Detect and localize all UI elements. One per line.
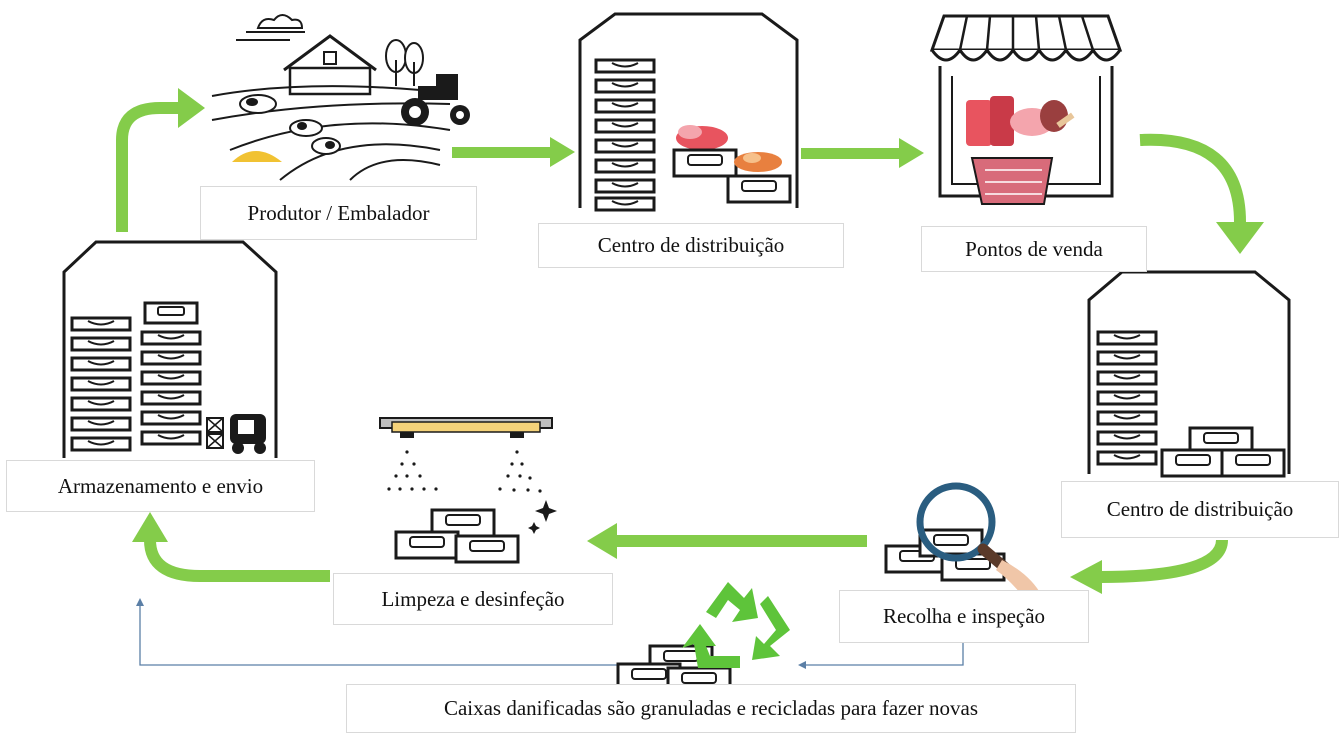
flow-arrow-dc-to-pos (801, 138, 924, 168)
recycle-flow-arrow-in (798, 642, 964, 669)
flow-arrow-storage-to-producer (116, 88, 205, 232)
label-producer: Produtor / Embalador (200, 186, 477, 240)
label-pos: Pontos de venda (921, 226, 1147, 272)
shop-with-meat-basket-icon (929, 14, 1123, 205)
warehouse-with-meat-crates-icon (578, 12, 799, 212)
flow-arrow-dc-right-to-inspection (1070, 539, 1228, 594)
label-storage: Armazenamento e envio (6, 460, 315, 512)
label-recycle: Caixas danificadas são granuladas e reci… (346, 684, 1076, 733)
recycle-flow-arrow-out (136, 598, 620, 666)
recycle-symbol-icon (616, 582, 790, 696)
label-inspection: Recolha e inspeção (839, 590, 1089, 643)
magnifier-over-crates-icon (884, 482, 1042, 600)
uv-lamp-spray-crates-icon (379, 417, 557, 564)
label-cleaning: Limpeza e desinfeção (333, 573, 613, 625)
flow-arrow-cleaning-to-storage (132, 512, 330, 582)
farm-icon (211, 14, 470, 181)
label-dc-top: Centro de distribuição (538, 223, 844, 268)
warehouse-with-forklift-icon (62, 240, 278, 458)
warehouse-with-empty-crates-icon (1087, 270, 1291, 478)
flow-arrow-inspection-to-cleaning (587, 523, 867, 559)
flow-arrow-producer-to-dc (452, 137, 575, 167)
flow-arrow-pos-to-dc-right (1139, 133, 1264, 254)
label-dc-right: Centro de distribuição (1061, 481, 1339, 538)
